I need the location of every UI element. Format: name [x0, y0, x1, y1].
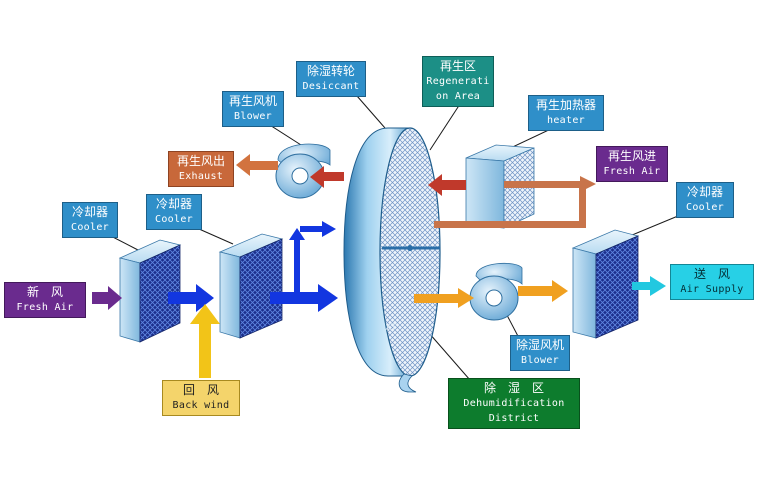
process-arrow-1 — [168, 284, 214, 312]
regen-blower-label-cn: 再生风机 — [228, 94, 277, 108]
cooler-middle-label-en: Cooler — [155, 214, 193, 225]
regen-fresh-air-label-cn: 再生风进 — [607, 149, 656, 163]
cooler-left-label-cn: 冷却器 — [71, 205, 108, 219]
cooler-left-label: 冷却器 Cooler — [62, 202, 118, 238]
fresh-air-arrow — [92, 286, 122, 310]
back-wind-label-cn: 回 风 — [182, 383, 219, 397]
cooler-middle-label: 冷却器 Cooler — [146, 194, 202, 230]
dehumid-blower-label: 除湿风机 Blower — [510, 335, 570, 371]
desiccant-label-cn: 除湿转轮 — [306, 64, 355, 78]
regeneration-area-label-en1: Regenerati — [426, 76, 490, 87]
regen-heater-label: 再生加热器 heater — [528, 95, 604, 131]
cooler-left-label-en: Cooler — [71, 222, 109, 233]
regen-in-arrow — [428, 174, 466, 196]
air-supply-label-en: Air Supply — [680, 284, 744, 295]
dehumid-district-label-en2: District — [488, 413, 540, 424]
regeneration-area-label: 再生区 Regenerati on Area — [422, 56, 494, 107]
cooler-right-label-en: Cooler — [686, 202, 724, 213]
cooler-middle-label-cn: 冷却器 — [155, 197, 192, 211]
desiccant-wheel: XT — [343, 127, 441, 393]
desiccant-label-en: Desiccant — [302, 81, 360, 92]
regen-fresh-air-label-en: Fresh Air — [603, 166, 661, 177]
regen-blower-label: 再生风机 Blower — [222, 91, 284, 127]
dehumidified-arrow-1 — [414, 288, 474, 308]
desiccant-label: 除湿转轮 Desiccant — [296, 61, 366, 97]
air-supply-label-cn: 送 风 — [693, 267, 730, 281]
dehumid-blower-label-cn: 除湿风机 — [515, 338, 564, 352]
dehumid-blower-label-en: Blower — [521, 355, 559, 366]
cooler-middle — [218, 233, 284, 339]
dehumid-district-label-en1: Dehumidification — [463, 398, 565, 409]
supply-arrow — [632, 276, 666, 296]
process-arrow-2 — [270, 284, 338, 312]
regen-out-arrow — [310, 166, 344, 188]
dehumidification-district-label: 除 湿 区 Dehumidification District — [448, 378, 580, 429]
regeneration-area-label-cn: 再生区 — [439, 59, 476, 73]
regen-blower-label-en: Blower — [234, 111, 272, 122]
cooler-right-label: 冷却器 Cooler — [676, 182, 734, 218]
dehumidification-blower — [469, 263, 523, 321]
exhaust-arrow — [236, 154, 278, 176]
exhaust-label-en: Exhaust — [178, 171, 224, 182]
fresh-air-label-cn: 新 风 — [26, 285, 63, 299]
exhaust-label: 再生风出 Exhaust — [168, 151, 234, 187]
back-wind-label-en: Back wind — [172, 400, 230, 411]
back-wind-label: 回 风 Back wind — [162, 380, 240, 416]
watermark-text: XT — [385, 323, 397, 333]
cooler-right — [571, 229, 640, 339]
fresh-air-label: 新 风 Fresh Air — [4, 282, 86, 318]
regen-heater-label-en: heater — [547, 115, 585, 126]
exhaust-label-cn: 再生风出 — [176, 154, 225, 168]
regeneration-blower — [275, 143, 331, 199]
regen-fresh-air-label: 再生风进 Fresh Air — [596, 146, 668, 182]
process-bypass-arrow — [289, 221, 336, 296]
cooler-right-label-cn: 冷却器 — [686, 185, 723, 199]
back-wind-arrow — [190, 304, 220, 378]
dehumid-district-label-cn: 除 湿 区 — [483, 381, 544, 395]
regen-heater-label-cn: 再生加热器 — [535, 98, 596, 112]
dehumidified-arrow-2 — [518, 280, 568, 302]
regeneration-area-label-en2: on Area — [435, 91, 481, 102]
fresh-air-label-en: Fresh Air — [16, 302, 74, 313]
cooler-left — [118, 239, 182, 343]
air-supply-label: 送 风 Air Supply — [670, 264, 754, 300]
regen-loop-arrow — [434, 176, 596, 228]
arrows — [92, 154, 666, 378]
